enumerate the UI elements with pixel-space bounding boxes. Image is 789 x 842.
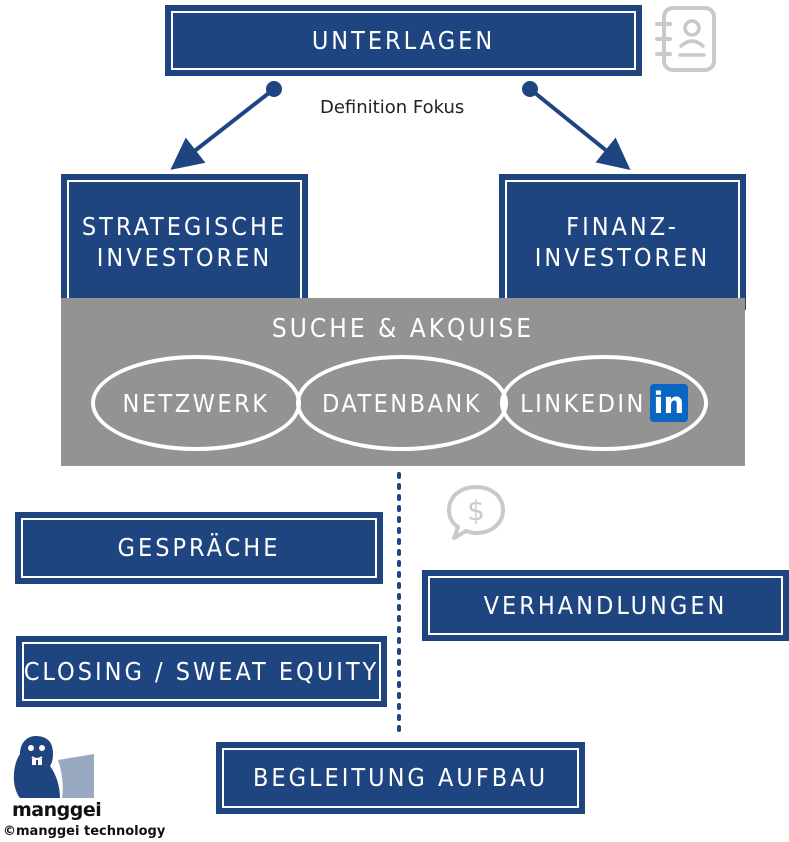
oval-datenbank: DATENBANK [296,355,508,451]
linkedin-label: LINKEDIN [520,388,646,418]
search-acquisition-title: SUCHE & AKQUISE [271,314,535,344]
verhandlungen-box: VERHANDLUNGEN [422,570,789,641]
strategic-line-1: STRATEGISCHE [81,211,288,241]
datenbank-label: DATENBANK [322,388,482,418]
gespraeche-box: GESPRÄCHE [15,512,383,584]
netzwerk-label: NETZWERK [122,388,270,418]
strategic-line-2: INVESTOREN [96,243,273,272]
financial-line-1: FINANZ- [566,211,679,241]
search-acquisition-panel: SUCHE & AKQUISE NETZWERK DATENBANK LINKE… [61,298,745,466]
svg-text:$: $ [467,494,485,527]
closing-box: CLOSING / SWEAT EQUITY [16,636,387,707]
gespraeche-label: GESPRÄCHE [117,533,281,563]
oval-netzwerk: NETZWERK [91,355,301,451]
beaver-logo-icon [13,736,94,798]
begleitung-aufbau-box: BEGLEITUNG AUFBAU [216,742,585,814]
strategic-investors-box: STRATEGISCHE INVESTOREN [61,174,308,310]
verhandlungen-label: VERHANDLUNGEN [483,590,728,620]
dollar-chat-icon: $ [447,485,505,540]
brand-copyright: ©manggei technology [3,824,166,839]
notebook-icon [655,6,716,72]
definition-fokus-label: Definition Fokus [320,97,465,118]
closing-label: CLOSING / SWEAT EQUITY [23,656,380,686]
financial-investors-box: FINANZ- INVESTOREN [499,174,746,310]
arrow-to-strategic [170,81,282,170]
arrow-to-financial [522,81,631,171]
begleitung-aufbau-label: BEGLEITUNG AUFBAU [252,763,549,793]
unterlagen-box: UNTERLAGEN [165,5,642,76]
oval-linkedin: LINKEDIN in [500,355,708,451]
financial-line-2: INVESTOREN [534,243,711,272]
brand-name: manggei [12,799,102,821]
unterlagen-label: UNTERLAGEN [311,25,496,55]
linkedin-icon: in [649,384,688,422]
